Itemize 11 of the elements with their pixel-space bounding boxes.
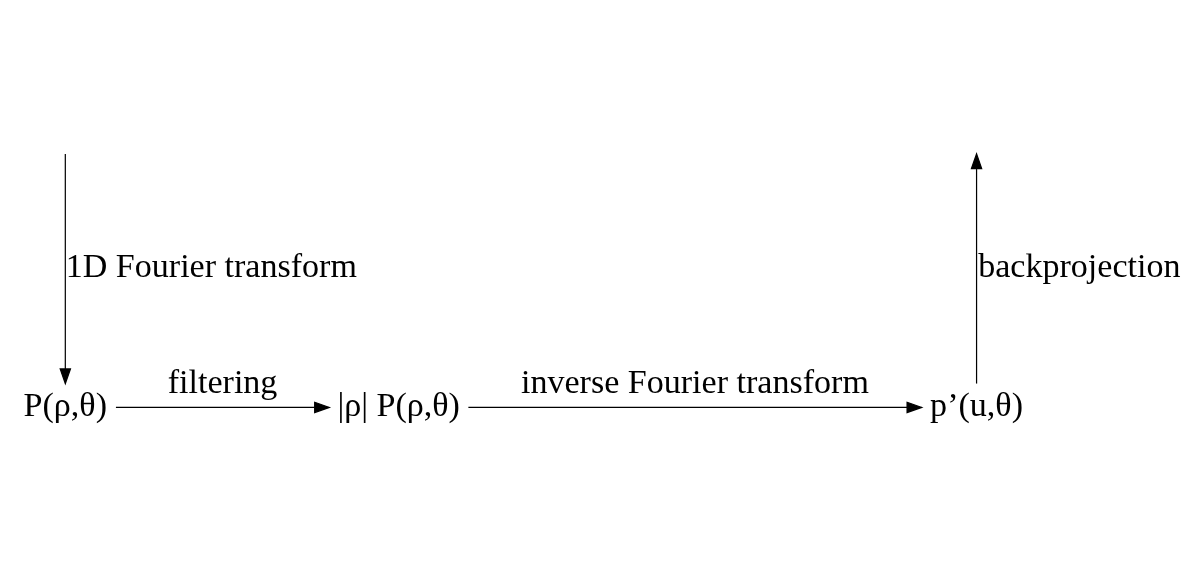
arrow bbox=[970, 152, 983, 385]
edge-label: backprojection bbox=[978, 247, 1181, 285]
edge-label: 1D Fourier transform bbox=[65, 247, 357, 285]
arrow bbox=[59, 153, 72, 386]
node-text: P(ρ,θ) bbox=[23, 385, 108, 423]
node-text: p’(u,θ) bbox=[930, 385, 1024, 423]
arrow bbox=[467, 401, 924, 414]
arrow bbox=[115, 401, 332, 414]
edge-label: filtering bbox=[167, 363, 278, 401]
node-text: |ρ| P(ρ,θ) bbox=[337, 385, 460, 423]
edge-label: inverse Fourier transform bbox=[520, 363, 869, 401]
